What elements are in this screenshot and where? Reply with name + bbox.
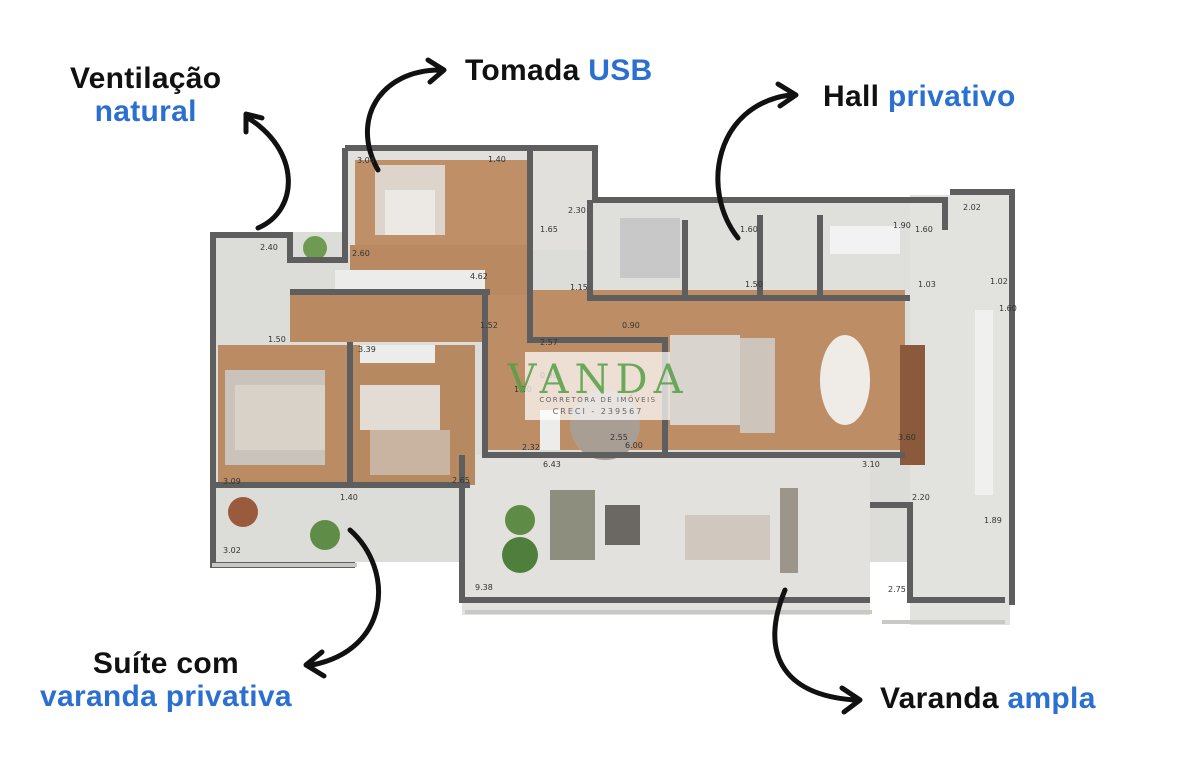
callout-varanda-ampla: Varanda ampla (880, 682, 1096, 715)
callout-suite-line2: varanda privativa (40, 680, 292, 713)
arrow-varanda-icon (772, 587, 863, 715)
dimension-label: 2.55 (610, 433, 628, 442)
arrow-hall-icon (715, 81, 799, 241)
dimension-label: 3.39 (358, 345, 376, 354)
callout-tomada-usb: Tomada USB (465, 54, 652, 87)
balcony-railing (212, 563, 1005, 624)
dimension-label: 4.62 (470, 272, 488, 281)
dimension-label: 1.60 (740, 225, 758, 234)
dimension-label: 2.20 (912, 493, 930, 502)
dimension-label: 1.50 (268, 335, 286, 344)
dimension-label: 1.50 (745, 280, 763, 289)
dimension-label: 1.40 (488, 155, 506, 164)
callout-ventilacao-natural: Ventilação natural (70, 62, 221, 128)
dimension-label: 3.10 (862, 460, 880, 469)
dimension-label: 1.89 (984, 516, 1002, 525)
dimension-label: 2.02 (963, 203, 981, 212)
dimension-label: 1.15 (570, 283, 588, 292)
dimension-label: 3.60 (898, 433, 916, 442)
callout-hall-privativo: Hall privativo (823, 80, 1016, 113)
dimension-label: 3.02 (223, 546, 241, 555)
dimension-label: 2.60 (352, 249, 370, 258)
watermark-subtitle: CORRETORA DE IMÓVEIS (539, 395, 656, 404)
dimension-label: 1.60 (915, 225, 933, 234)
dimension-label: 1.40 (340, 493, 358, 502)
dimension-label: 6.00 (625, 441, 643, 450)
dimension-labels: 3.04 1.40 2.30 1.65 1.15 2.40 2.60 4.62 1.50 1.52… (223, 155, 1017, 594)
dimension-label: 9.38 (475, 583, 493, 592)
dimension-label: 2.30 (568, 206, 586, 215)
dimension-label: 2.32 (522, 443, 540, 452)
callout-suite-varanda: Suíte com varanda privativa (40, 647, 292, 713)
dimension-label: 0.90 (622, 321, 640, 330)
watermark-creci: CRECI - 239567 (553, 407, 644, 416)
dimension-label: 1.30 (514, 385, 532, 394)
arrow-suite-icon (303, 527, 382, 679)
dimension-label: 2.57 (540, 338, 558, 347)
dimension-label: 1.90 (893, 221, 911, 230)
arrow-ventilacao-icon (243, 111, 291, 231)
callout-hall-accent: privativo (887, 80, 1016, 113)
callout-ventilacao-line2: natural (94, 95, 197, 128)
dimension-label: 1.60 (999, 304, 1017, 313)
callout-tomada-text: Tomada (465, 54, 589, 87)
dimension-label: 6.43 (543, 460, 561, 469)
watermark-name: VANDA (506, 357, 688, 403)
callout-varanda-accent: ampla (1007, 682, 1096, 715)
dimension-label: 1.03 (918, 280, 936, 289)
arrow-usb-icon (365, 57, 447, 173)
dimension-label: 2.40 (260, 243, 278, 252)
dimension-label: 1.65 (540, 225, 558, 234)
arrow-icons (243, 57, 863, 715)
dimension-label: 3.04 (357, 156, 375, 165)
dimension-label: 2.75 (888, 585, 906, 594)
dimension-label: 1.02 (990, 277, 1008, 286)
callout-varanda-text: Varanda (880, 682, 1008, 715)
dimension-label: 2.65 (452, 476, 470, 485)
callout-tomada-accent: USB (588, 54, 653, 87)
callout-hall-text: Hall (823, 80, 888, 113)
dimension-label: 3.09 (223, 477, 241, 486)
callout-suite-line1: Suíte com (92, 647, 239, 680)
callout-ventilacao-line1: Ventilação (70, 62, 222, 95)
watermark: VANDA CORRETORA DE IMÓVEIS CRECI - 23956… (506, 352, 688, 420)
dimension-label: 1.52 (480, 321, 498, 330)
furniture (225, 165, 993, 573)
